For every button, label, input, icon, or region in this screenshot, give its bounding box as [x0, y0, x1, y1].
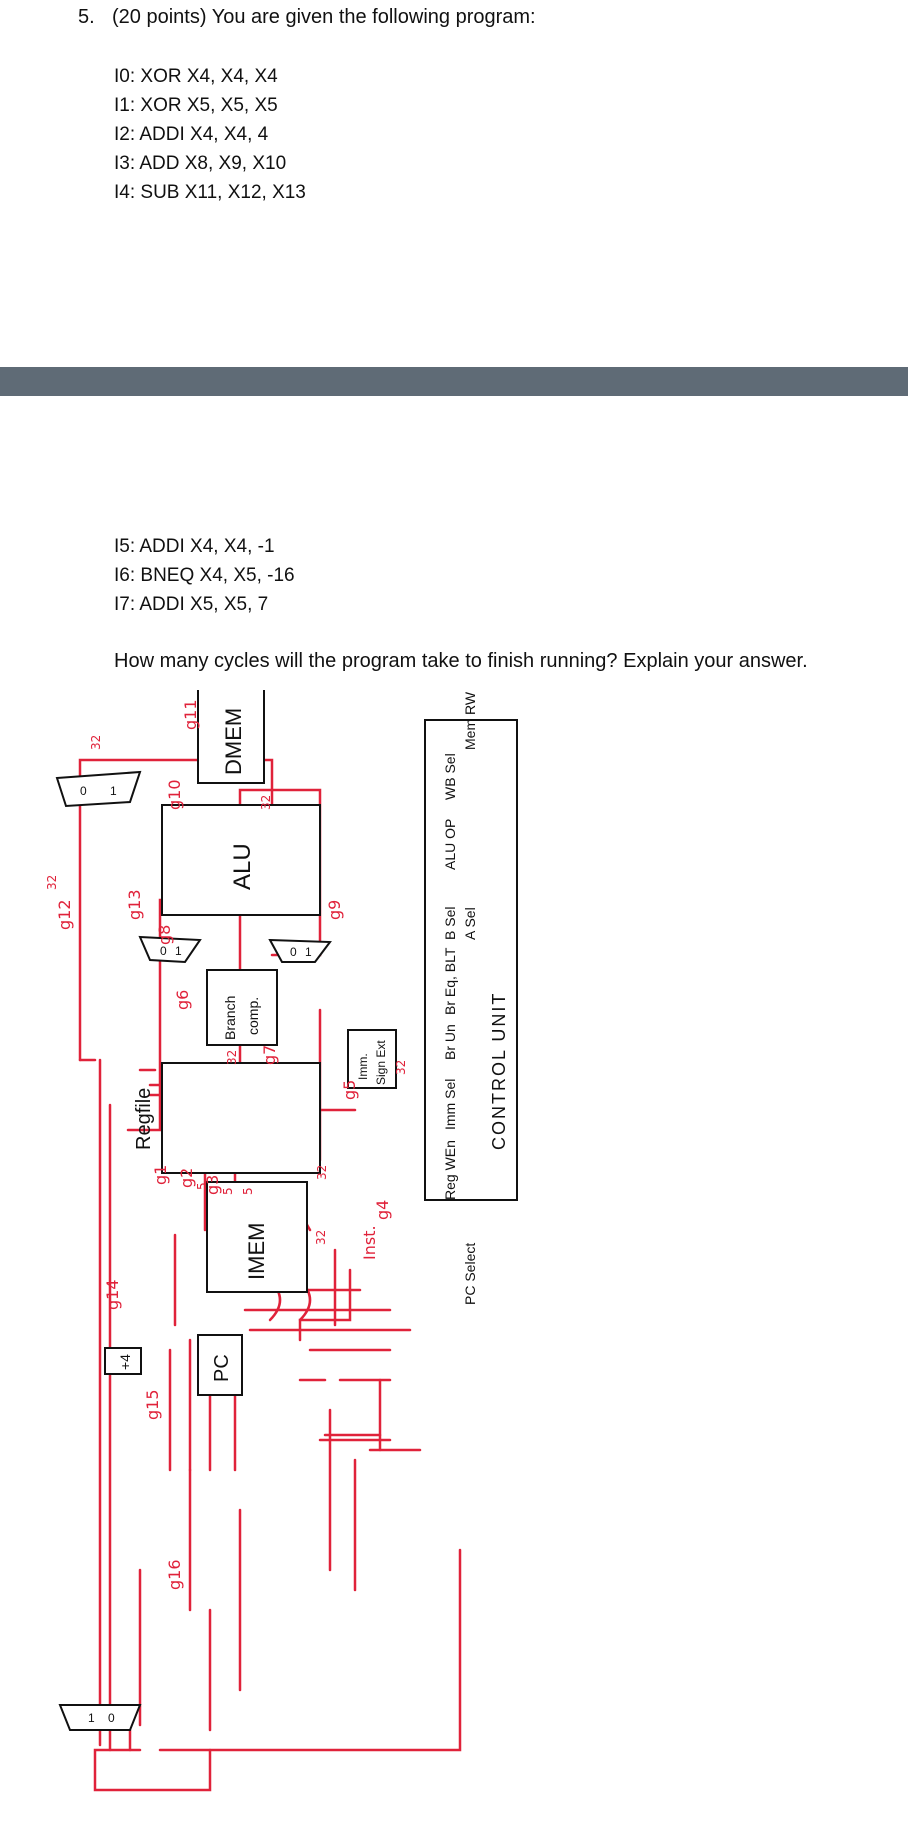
wire-label-g6: g6: [173, 990, 192, 1010]
wire-label-g11: g11: [181, 699, 200, 730]
instruction-line: I1: XOR X5, X5, X5: [114, 95, 278, 116]
ctrl-reg-wen: Reg WEn: [442, 1140, 458, 1200]
bus-width-5: 5: [241, 1187, 255, 1195]
wire-label-g1: g1: [151, 1165, 170, 1185]
instruction-line: I0: XOR X4, X4, X4: [114, 66, 278, 87]
question-header: 5. (20 points) You are given the followin…: [78, 6, 536, 29]
ctrl-br-eq: Br Eq, BLT: [442, 947, 458, 1015]
alu-label: ALU: [229, 843, 256, 890]
wire-label-g2: g2: [177, 1168, 196, 1188]
program-listing-part2: I5: ADDI X4, X4, -1 I6: BNEQ X4, X5, -16…: [114, 532, 295, 619]
bus-width-32: 32: [225, 1050, 239, 1065]
dmem-label: DMEM: [221, 708, 246, 775]
wire-label-g13: g13: [125, 889, 144, 920]
ctrl-br-un: Br Un: [442, 1024, 458, 1060]
bus-width-32: 32: [89, 735, 103, 750]
mux-label-0: 0: [160, 944, 167, 958]
mux-label-1: 1: [175, 944, 182, 958]
mux-label-1: 1: [88, 1711, 95, 1725]
wb-mux: [55, 770, 142, 808]
regfile-block: [161, 1062, 321, 1174]
imem-label: IMEM: [244, 1223, 269, 1280]
inst-label: Inst.: [360, 1225, 379, 1260]
mux-label-1: 1: [110, 784, 117, 798]
mux-label-0: 0: [108, 1711, 115, 1725]
ctrl-b-sel: B Sel: [442, 907, 458, 940]
ctrl-pc-select: PC Select: [462, 1243, 478, 1305]
dmem-block: [197, 690, 265, 784]
instruction-line: I7: ADDI X5, X5, 7: [114, 594, 269, 615]
a-mux: [138, 935, 202, 964]
bus-width-32: 32: [259, 795, 273, 810]
datapath-diagram: DMEM ALU Branch comp. Regfile Imm. Sign …: [45, 690, 518, 1792]
branch-comp-block: [206, 969, 278, 1046]
imem-block: [206, 1181, 308, 1293]
imm-label-2: Sign Ext: [374, 1040, 388, 1085]
wire-label-g15: g15: [143, 1389, 162, 1420]
instruction-line: I4: SUB X11, X12, X13: [114, 182, 306, 203]
plus4-label: +4: [117, 1354, 133, 1370]
wire-label-g5: g5: [340, 1080, 359, 1100]
instruction-line: I5: ADDI X4, X4, -1: [114, 536, 275, 557]
imm-label-1: Imm.: [356, 1053, 370, 1080]
wire-label-g7: g7: [260, 1045, 279, 1065]
branch-label-1: Branch: [222, 996, 238, 1040]
bus-width-32: 32: [394, 1060, 408, 1075]
imm-block: [347, 1029, 397, 1089]
plus4-block: [104, 1347, 142, 1375]
wire-label-g3: g3: [203, 1175, 222, 1195]
instruction-line: I2: ADDI X4, X4, 4: [114, 124, 269, 145]
branch-label-2: comp.: [245, 997, 261, 1035]
instruction-line: I3: ADD X8, X9, X10: [114, 153, 287, 174]
pc-label: PC: [211, 1354, 233, 1382]
wire-label-g16: g16: [165, 1559, 184, 1590]
pc-block: [197, 1334, 243, 1396]
control-unit-block: [424, 719, 518, 1201]
alu-block: [161, 804, 321, 916]
bus-width-32: 32: [315, 1165, 329, 1180]
ctrl-imm-sel: Imm Sel: [442, 1079, 458, 1130]
wire-label-g4: g4: [373, 1200, 392, 1220]
ctrl-alu-op: ALU OP: [442, 819, 458, 870]
wire-label-g9: g9: [325, 900, 344, 920]
wire-label-g14: g14: [103, 1279, 122, 1310]
wire-label-g8: g8: [155, 925, 174, 945]
program-listing-part1: I0: XOR X4, X4, X4 I1: XOR X5, X5, X5 I2…: [114, 62, 306, 207]
mux-label-0: 0: [290, 945, 297, 959]
mux-label-0: 0: [80, 784, 87, 798]
mux-label-1: 1: [305, 945, 312, 959]
question-text: (20 points) You are given the following …: [112, 6, 536, 28]
wire-label-g10: g10: [165, 779, 184, 810]
wire-label-g12: g12: [55, 899, 74, 930]
question-prompt: How many cycles will the program take to…: [114, 650, 808, 672]
question-number: 5.: [78, 6, 95, 28]
ctrl-a-sel: A Sel: [462, 907, 478, 940]
ctrl-mem-rw: Mem RW: [462, 691, 478, 750]
bus-width-32: 32: [45, 875, 59, 890]
control-unit-label: CONTROL UNIT: [489, 992, 509, 1150]
bus-width-5: 5: [195, 1182, 209, 1190]
instruction-line: I6: BNEQ X4, X5, -16: [114, 565, 295, 586]
ctrl-wb-sel: WB Sel: [442, 753, 458, 800]
pc-mux: [58, 1704, 142, 1731]
bus-width-5: 5: [221, 1187, 235, 1195]
page-divider: [0, 367, 908, 396]
regfile-label: Regfile: [133, 1088, 155, 1150]
b-mux: [268, 938, 332, 963]
bus-width-32: 32: [314, 1230, 328, 1245]
